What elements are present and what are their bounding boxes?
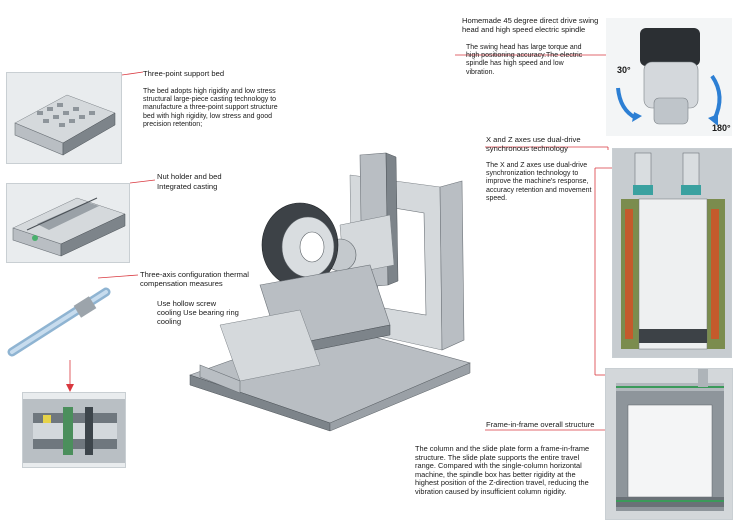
swing-head-photo <box>606 18 732 136</box>
machining-center-illustration <box>189 152 471 432</box>
bed-title: Three-point support bed <box>143 69 225 78</box>
screw-shaft-thumbnail <box>6 282 116 360</box>
dual-drive-panel <box>612 148 732 358</box>
thermal-desc: Use hollow screw cooling Use bearing rin… <box>157 299 239 326</box>
frame-desc: The column and the slide plate form a fr… <box>415 444 590 496</box>
nut-holder-title: Nut holder and bed Integrated casting <box>157 172 222 191</box>
frame-structure-panel <box>605 368 733 520</box>
bed-casting-thumbnail <box>6 72 122 164</box>
xz-axes-title: X and Z axes use dual-drive synchronous … <box>486 135 581 153</box>
dual-drive-illustration <box>613 149 731 357</box>
nut-holder-illustration <box>12 197 126 257</box>
swing-head-desc: The swing head has large torque and high… <box>466 44 583 76</box>
thermal-title: Three-axis configuration thermal compens… <box>140 270 249 288</box>
swing-angle-left: 30° <box>617 65 631 75</box>
swing-head-illustration <box>616 28 722 126</box>
xz-axes-desc: The X and Z axes use dual-drive synchron… <box>486 162 592 202</box>
swing-head-title: Homemade 45 degree direct drive swing he… <box>462 16 599 34</box>
frame-title: Frame-in-frame overall structure <box>486 420 595 429</box>
bearing-section-illustration <box>23 399 125 463</box>
swing-angle-right: 180° <box>712 123 731 133</box>
bed-casting-illustration <box>14 94 116 156</box>
frame-structure-illustration <box>606 369 732 519</box>
nut-holder-thumbnail <box>6 183 130 263</box>
bearing-section-thumbnail <box>22 392 126 468</box>
bed-desc: The bed adopts high rigidity and low str… <box>143 88 278 128</box>
screw-shaft-illustration <box>7 287 111 357</box>
